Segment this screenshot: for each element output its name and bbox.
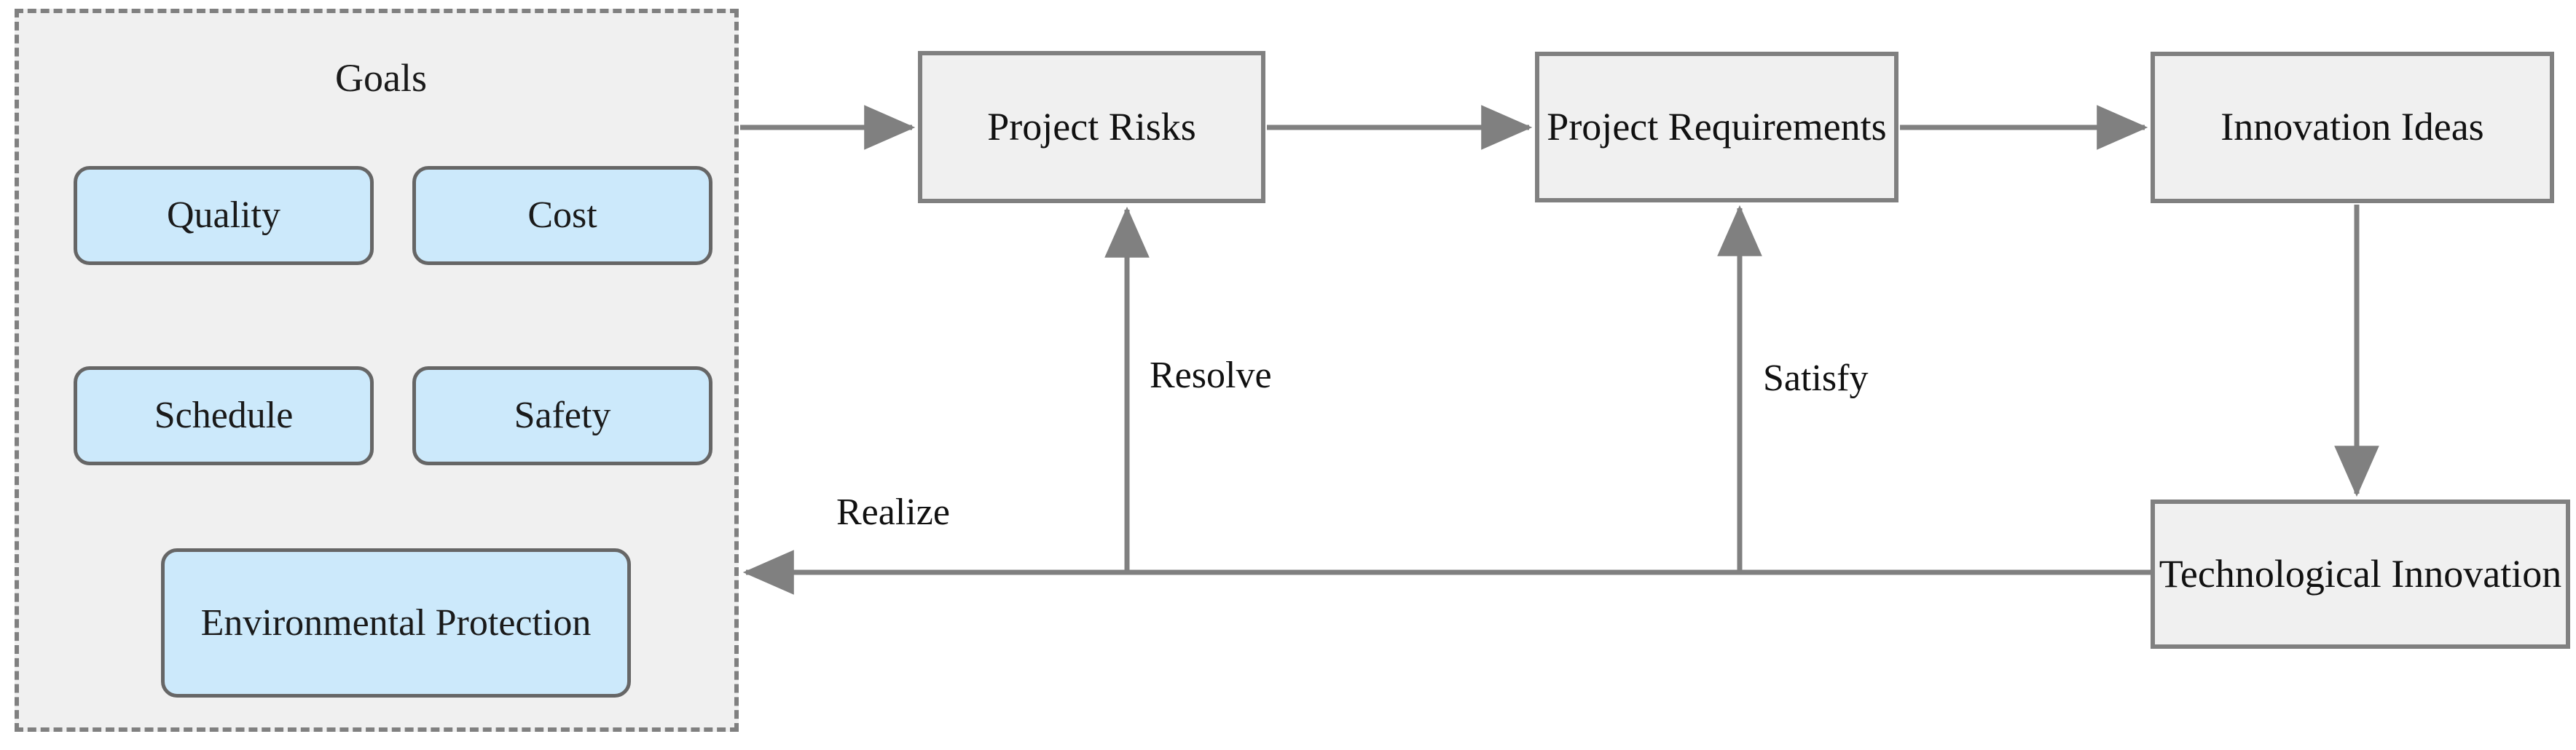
node-technological-innovation[interactable]: Technological Innovation [2151, 500, 2570, 649]
goal-chip-environmental-protection[interactable]: Environmental Protection [161, 548, 631, 698]
goal-chip-safety[interactable]: Safety [412, 366, 712, 465]
goal-chip-quality[interactable]: Quality [74, 166, 374, 265]
goal-chip-cost[interactable]: Cost [412, 166, 712, 265]
goal-chip-label: Cost [527, 194, 597, 237]
goal-chip-label: Schedule [154, 395, 294, 437]
goal-chip-schedule[interactable]: Schedule [74, 366, 374, 465]
goal-chip-label: Safety [514, 395, 611, 437]
node-label: Project Risks [987, 104, 1196, 149]
node-project-risks[interactable]: Project Risks [918, 51, 1265, 203]
edge-label-resolve: Resolve [1150, 355, 1272, 396]
edge-label-satisfy: Satisfy [1763, 358, 1869, 399]
goals-group-title: Goals [335, 56, 427, 100]
node-label: Project Requirements [1547, 104, 1887, 149]
goals-group: Goals Quality Cost Schedule Safety Envir… [15, 9, 739, 732]
node-project-requirements[interactable]: Project Requirements [1535, 52, 1898, 202]
node-label: Technological Innovation [2159, 551, 2562, 596]
edge-label-realize: Realize [836, 492, 950, 533]
node-innovation-ideas[interactable]: Innovation Ideas [2151, 52, 2554, 203]
goal-chip-label: Environmental Protection [200, 601, 592, 644]
goal-chip-label: Quality [167, 194, 280, 237]
node-label: Innovation Ideas [2220, 105, 2484, 149]
